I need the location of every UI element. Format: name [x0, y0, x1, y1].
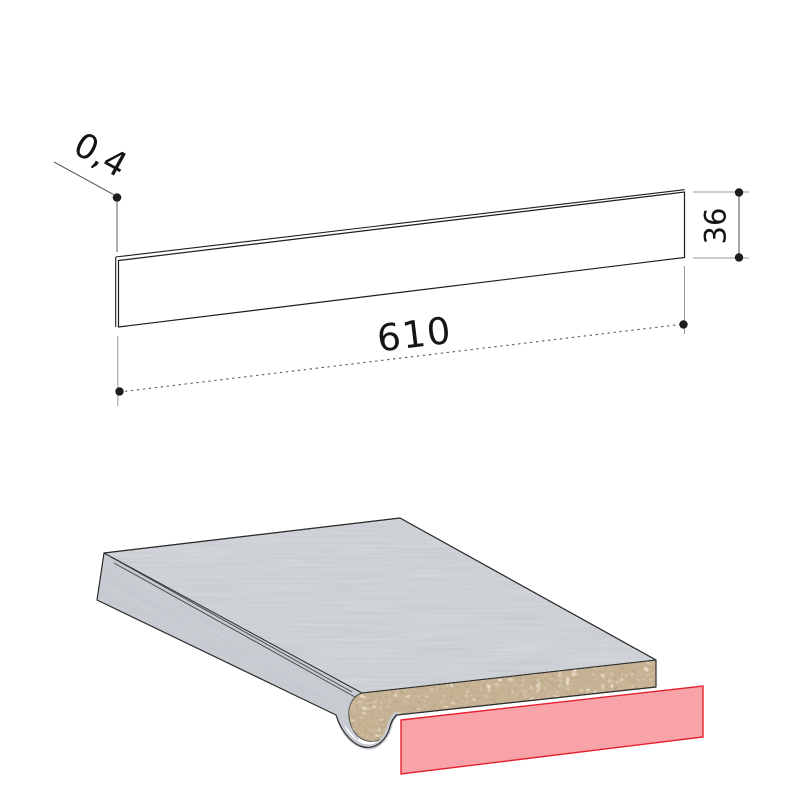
strip-thickness-top-edge	[115, 189, 685, 258]
width-datum-dot-bottom	[734, 253, 744, 262]
thickness-leader-line	[53, 161, 114, 195]
strip-face-outline	[117, 191, 686, 328]
length-dimension-label: 610	[375, 309, 455, 361]
width-dimension-label: 36	[699, 208, 733, 245]
width-datum-dot-top	[734, 188, 744, 197]
length-datum-dot-left	[115, 387, 124, 396]
highlight-strip	[400, 685, 704, 775]
worktop-silhouette	[96, 517, 657, 749]
thickness-dimension-label: 0,4	[67, 125, 134, 186]
length-datum-dot-right	[679, 320, 688, 329]
dimension-drawing: 0,4 36 610	[53, 125, 749, 406]
edge-band-line-lower	[113, 562, 356, 698]
length-dimension-line	[118, 323, 685, 393]
worktop-front-edge	[97, 553, 362, 741]
thickness-datum-dot	[112, 193, 122, 202]
edge-band-line-upper	[110, 556, 353, 693]
worktop-illustration	[96, 517, 704, 775]
